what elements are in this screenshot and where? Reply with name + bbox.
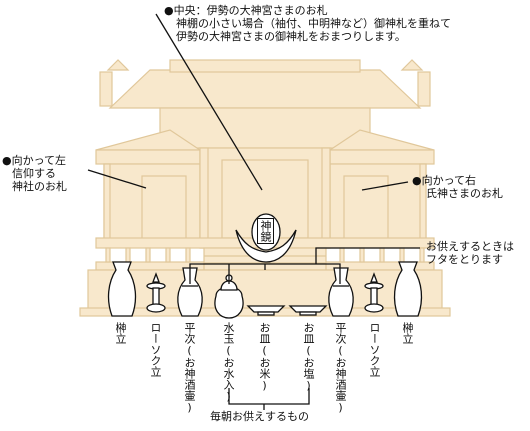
- bullet-icon: ●: [412, 174, 422, 187]
- label-center-line2: 神棚の小さい場合（袖付、中明神など）御神札を重ねて: [176, 17, 451, 30]
- sake-bottle-right: [328, 267, 354, 317]
- item-label-sakaki-left: 榊立: [114, 322, 127, 344]
- label-center: ●中央：伊勢の大神宮さまのお札 神棚の小さい場合（袖付、中明神など）御神札を重ね…: [164, 4, 451, 43]
- label-lid-line1: お供えするときは: [426, 240, 514, 253]
- label-lid-note: お供えするときは フタをとります: [426, 240, 514, 266]
- label-center-line1: 中央：伊勢の大神宮さまのお札: [173, 4, 328, 17]
- item-label-candle-left: ローソク立: [149, 322, 162, 377]
- item-label-dish-rice: お皿(お米): [258, 322, 271, 392]
- label-right: ●向かって右 氏神さまのお札: [412, 174, 503, 200]
- railing-posts: [105, 247, 425, 263]
- sakaki-vase-left: [107, 261, 137, 317]
- item-label-sake-right: 平次(お神酒壷): [334, 322, 347, 414]
- label-center-line3: 伊勢の大神宮さまの御神札をおまつりします。: [176, 30, 406, 43]
- daily-bracket: [228, 388, 310, 405]
- leader-right: [361, 181, 409, 191]
- roof-ridge: [169, 59, 361, 73]
- item-label-dish-salt: お皿(お塩): [302, 322, 315, 392]
- item-label-water-jar: 水玉(お水入): [222, 322, 235, 403]
- center-roof: [108, 69, 422, 109]
- label-left-line2: 信仰する: [12, 167, 56, 180]
- label-right-line1: 向かって右: [421, 174, 477, 187]
- center-upper: [159, 107, 371, 149]
- dish-rice: [246, 305, 286, 316]
- chigi-right: [400, 59, 424, 71]
- chigi-left: [106, 59, 130, 71]
- label-left-line3: 神社のお札: [12, 180, 67, 193]
- item-label-sake-left: 平次(お神酒壷): [183, 322, 196, 414]
- bullet-icon: ●: [2, 154, 12, 167]
- sake-bottle-left: [177, 267, 203, 317]
- label-right-line2: 氏神さまのお札: [426, 187, 503, 200]
- label-lid-line2: フタをとります: [426, 253, 503, 266]
- leader-center: [155, 13, 263, 191]
- label-mirror: 神鏡: [257, 218, 274, 244]
- candle-stand-right: [364, 272, 384, 313]
- dish-salt: [288, 305, 328, 316]
- sakaki-vase-right: [393, 261, 423, 317]
- label-left-line1: 向かって左: [11, 154, 67, 167]
- base: [87, 269, 443, 311]
- item-label-sakaki-right: 榊立: [401, 322, 414, 344]
- bullet-icon: ●: [164, 4, 174, 17]
- leader-left: [87, 169, 147, 189]
- item-label-candle-right: ローソク立: [368, 322, 381, 377]
- label-daily-offerings: 毎朝お供えするもの: [210, 410, 309, 423]
- candle-stand-left: [146, 272, 166, 313]
- label-left: ●向かって左 信仰する 神社のお札: [2, 154, 67, 193]
